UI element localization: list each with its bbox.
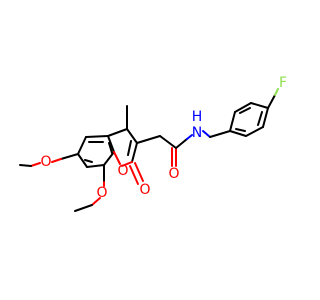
fluorine-label: F — [279, 75, 287, 91]
amide-nitrogen-label: N — [192, 125, 202, 141]
methoxy-7 — [19, 153, 79, 167]
amide-oxygen-label: O — [168, 166, 179, 182]
pyranone-ring — [107, 128, 138, 167]
amide-chain — [136, 130, 231, 167]
fluorophenyl-ring — [229, 88, 279, 137]
carbonyl-bond — [129, 162, 144, 185]
coumarin-benzene-ring — [77, 135, 115, 168]
methoxy7-oxygen-label: O — [40, 154, 51, 170]
amide-hydrogen-label: H — [192, 109, 203, 125]
methoxy-8 — [74, 164, 105, 212]
molecule-structure: O O O O O N H F — [19, 75, 287, 212]
carbonyl-oxygen-label: O — [139, 182, 150, 198]
methoxy8-oxygen-label: O — [96, 185, 107, 201]
ring-oxygen-label: O — [117, 163, 128, 179]
